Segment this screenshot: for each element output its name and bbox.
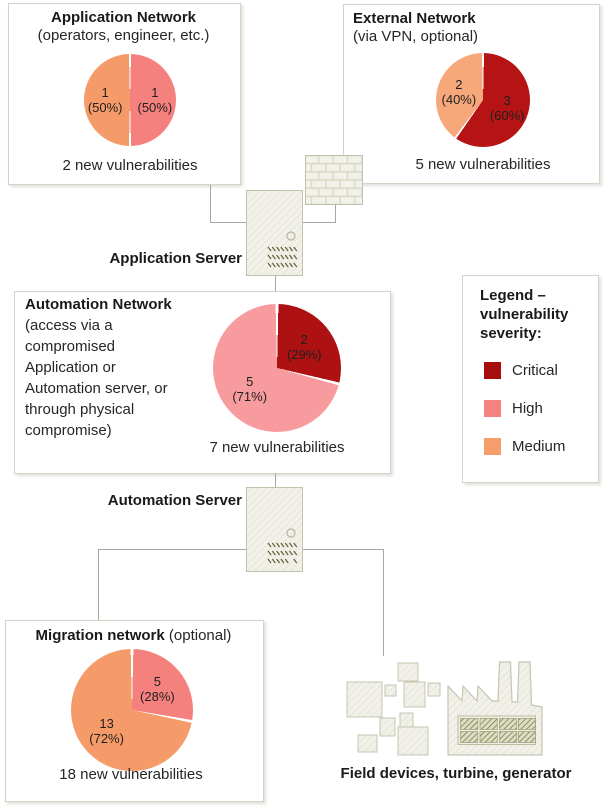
legend-item-critical: Critical: [484, 362, 565, 379]
application-network-subtitle: (operators, engineer, etc.): [37, 27, 210, 44]
pie-slice-label: 5 (71%): [232, 374, 268, 405]
factory-windows: [460, 718, 536, 743]
application-server-icon: [246, 190, 303, 276]
connector-line: [98, 549, 99, 620]
pie-slice-label: 2 (40%): [441, 77, 477, 108]
connector-line: [303, 222, 336, 223]
medium-swatch: [484, 438, 501, 455]
connector-line: [98, 549, 384, 550]
legend-item-medium: Medium: [484, 438, 565, 455]
pie-slice-label: 3 (60%): [489, 92, 525, 123]
factory-icon: [447, 661, 543, 756]
automation-network-description: Automation Network (access via a comprom…: [25, 294, 175, 441]
external-network-title: External Network: [353, 10, 476, 27]
critical-swatch: [484, 362, 501, 379]
firewall-icon: [305, 155, 363, 205]
migration-network-subtitle: (optional): [168, 627, 232, 644]
legend-items: Critical High Medium: [484, 362, 565, 455]
automation-network-subtitle: (access via a compromised Application or…: [25, 317, 168, 439]
external-network-box: External Network (via VPN, optional): [343, 4, 600, 184]
connector-line: [383, 549, 384, 656]
connector-line: [335, 202, 336, 223]
automation-server-icon: [246, 487, 303, 572]
automation-server-label: Automation Server: [107, 492, 242, 509]
migration-network-caption: 18 new vulnerabilities: [59, 766, 203, 783]
pie-slice-label: 1 (50%): [87, 85, 123, 115]
legend-label-high: High: [512, 400, 543, 417]
application-server-label: Application Server: [109, 250, 242, 267]
external-network-subtitle: (via VPN, optional): [353, 28, 479, 45]
legend-title: Legend – vulnerability severity:: [480, 287, 569, 342]
connector-line: [210, 183, 211, 223]
automation-network-title: Automation Network: [25, 296, 172, 313]
high-swatch: [484, 400, 501, 417]
server-vents: [267, 542, 298, 564]
pie-chart-automation-network: 2 (29%) 5 (71%): [213, 304, 341, 432]
external-network-caption: 5 new vulnerabilities: [415, 156, 551, 173]
pie-chart-migration-network: 5 (28%) 13 (72%): [71, 649, 193, 771]
field-devices-label: Field devices, turbine, generator: [340, 765, 572, 782]
application-network-title: Application Network: [50, 9, 196, 26]
legend-label-medium: Medium: [512, 438, 566, 455]
field-devices-factory-group: [340, 655, 550, 760]
pie-slice-label: 13 (72%): [89, 715, 124, 746]
pie-chart-external-network: 3 (60%) 2 (40%): [436, 53, 530, 147]
server-vents: [267, 246, 298, 268]
legend-box: Legend – vulnerability severity: Critica…: [462, 275, 599, 483]
pie-chart-application-network: 1 (50%) 1 (50%): [84, 54, 176, 146]
connector-line: [275, 276, 276, 292]
migration-network-title: Migration network: [35, 627, 165, 644]
pie-slice-label: 5 (28%): [140, 674, 175, 704]
legend-item-high: High: [484, 400, 565, 417]
connector-line: [275, 470, 276, 488]
automation-network-caption: 7 new vulnerabilities: [209, 439, 345, 456]
legend-label-critical: Critical: [512, 362, 558, 379]
field-devices-icon: [346, 662, 441, 756]
connector-line: [210, 222, 248, 223]
pie-slice-label: 1 (50%): [137, 85, 173, 115]
pie-slice-label: 2 (29%): [286, 331, 322, 362]
application-network-caption: 2 new vulnerabilities: [62, 157, 198, 174]
